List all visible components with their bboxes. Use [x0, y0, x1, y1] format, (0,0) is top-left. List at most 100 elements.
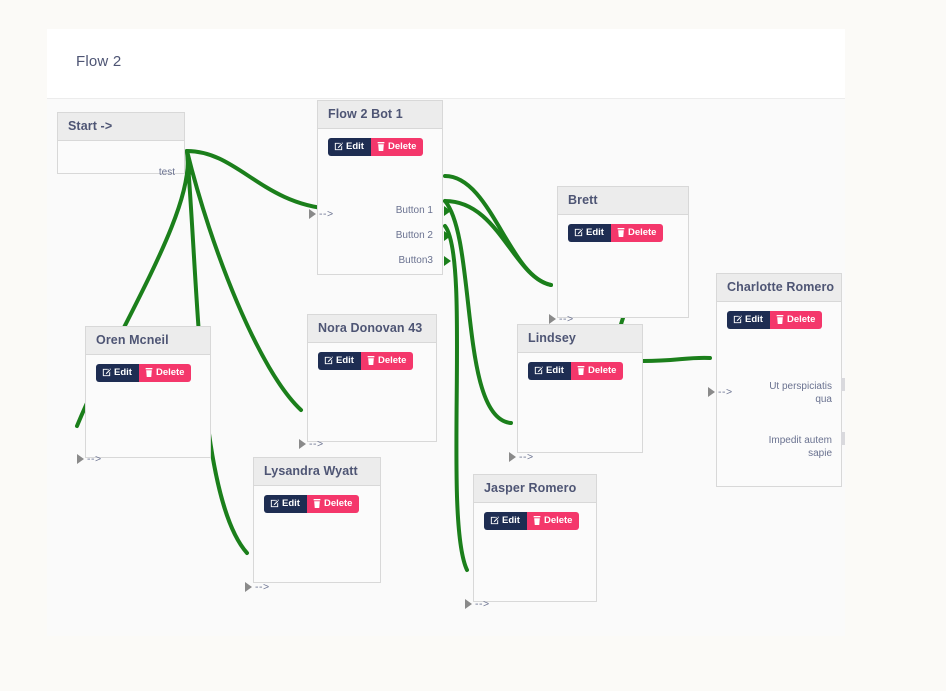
node-output-port[interactable]: test — [158, 167, 175, 178]
flow-edge[interactable] — [443, 199, 553, 287]
flow-edge[interactable] — [443, 199, 513, 425]
node-body: Edit Delete --> — [308, 343, 436, 450]
flow-node-start[interactable]: Start -> test — [57, 112, 185, 178]
pencil-square-icon — [574, 228, 583, 237]
delete-button-label: Delete — [627, 227, 657, 238]
delete-button[interactable]: Delete — [526, 512, 580, 530]
delete-button-label: Delete — [543, 515, 573, 526]
node-input-port[interactable]: --> — [319, 208, 334, 220]
delete-button-label: Delete — [387, 141, 417, 152]
node-text-block: Impedit autem sapie — [768, 435, 832, 459]
delete-button[interactable]: Delete — [370, 138, 424, 156]
trash-icon — [367, 356, 375, 366]
node-body: Edit Delete --> Button 1 Button 2 Button3 — [318, 129, 442, 274]
node-title: Lysandra Wyatt — [254, 458, 380, 486]
page-title: Flow 2 — [76, 53, 122, 70]
output-handle-icon[interactable] — [186, 168, 193, 178]
trash-icon — [313, 499, 321, 509]
edit-button-label: Edit — [336, 355, 354, 366]
node-text-block: Ut perspiciatis qua — [769, 381, 832, 405]
delete-button[interactable]: Delete — [610, 224, 664, 242]
edit-button[interactable]: Edit — [727, 311, 770, 329]
node-action-buttons: Edit Delete — [528, 362, 624, 380]
pencil-square-icon — [490, 516, 499, 525]
output-handle-icon[interactable] — [444, 256, 451, 266]
delete-button-label: Delete — [786, 314, 816, 325]
flow-edge[interactable] — [185, 149, 333, 211]
edit-button[interactable]: Edit — [484, 512, 527, 530]
node-input-port[interactable]: --> — [519, 451, 534, 463]
trash-icon — [145, 368, 153, 378]
node-title: Charlotte Romero — [717, 274, 841, 302]
input-handle-icon[interactable] — [509, 452, 516, 462]
node-input-port[interactable]: --> — [255, 581, 270, 593]
node-output-port[interactable]: Button 1 — [395, 205, 433, 216]
delete-button[interactable]: Delete — [306, 495, 360, 513]
edit-button[interactable]: Edit — [264, 495, 307, 513]
node-input-port[interactable]: --> — [475, 598, 490, 610]
edit-button[interactable]: Edit — [318, 352, 361, 370]
edit-button[interactable]: Edit — [528, 362, 571, 380]
edit-button[interactable]: Edit — [96, 364, 139, 382]
edit-button-label: Edit — [502, 515, 520, 526]
flow-edge[interactable] — [443, 174, 553, 287]
node-input-port[interactable]: --> — [559, 313, 574, 325]
node-action-buttons: Edit Delete — [484, 512, 580, 530]
node-output-port[interactable]: Button 2 — [395, 230, 433, 241]
node-input-port[interactable]: --> — [718, 386, 733, 398]
delete-button[interactable]: Delete — [360, 352, 414, 370]
input-handle-icon[interactable] — [708, 387, 715, 397]
delete-button[interactable]: Delete — [769, 311, 823, 329]
input-handle-icon[interactable] — [299, 439, 306, 449]
input-handle-icon[interactable] — [465, 599, 472, 609]
node-title: Lindsey — [518, 325, 642, 353]
input-handle-icon[interactable] — [245, 582, 252, 592]
node-body: Edit Delete --> — [558, 215, 688, 325]
node-action-buttons: Edit Delete — [568, 224, 664, 242]
node-body: Edit Delete --> — [474, 503, 596, 610]
flow-edge[interactable] — [443, 224, 469, 572]
flow-edge[interactable] — [641, 355, 712, 363]
output-handle-icon[interactable] — [444, 231, 451, 241]
input-handle-icon[interactable] — [549, 314, 556, 324]
edit-button-label: Edit — [114, 367, 132, 378]
delete-button[interactable]: Delete — [570, 362, 624, 380]
edit-button[interactable]: Edit — [568, 224, 611, 242]
node-body: Edit Delete --> — [86, 355, 210, 465]
node-body: Edit Delete --> — [518, 353, 642, 463]
edit-button-label: Edit — [546, 365, 564, 376]
trash-icon — [577, 366, 585, 376]
trash-icon — [617, 228, 625, 238]
node-action-buttons: Edit Delete — [328, 138, 424, 156]
edit-button[interactable]: Edit — [328, 138, 371, 156]
node-title: Start -> — [58, 113, 184, 141]
delete-button-label: Delete — [377, 355, 407, 366]
node-side-connector[interactable] — [841, 378, 845, 391]
node-body: test — [58, 141, 184, 178]
input-handle-icon[interactable] — [309, 209, 316, 219]
trash-icon — [533, 516, 541, 526]
node-output-port[interactable]: Button3 — [398, 255, 433, 266]
pencil-square-icon — [334, 142, 343, 151]
edit-button-label: Edit — [346, 141, 364, 152]
pencil-square-icon — [534, 366, 543, 375]
node-action-buttons: Edit Delete — [264, 495, 360, 513]
edit-button-label: Edit — [282, 498, 300, 509]
delete-button[interactable]: Delete — [138, 364, 192, 382]
output-handle-icon[interactable] — [444, 206, 451, 216]
input-handle-icon[interactable] — [77, 454, 84, 464]
pencil-square-icon — [102, 368, 111, 377]
node-side-connector[interactable] — [841, 432, 845, 445]
node-input-port[interactable]: --> — [309, 438, 324, 450]
node-input-port[interactable]: --> — [87, 453, 102, 465]
